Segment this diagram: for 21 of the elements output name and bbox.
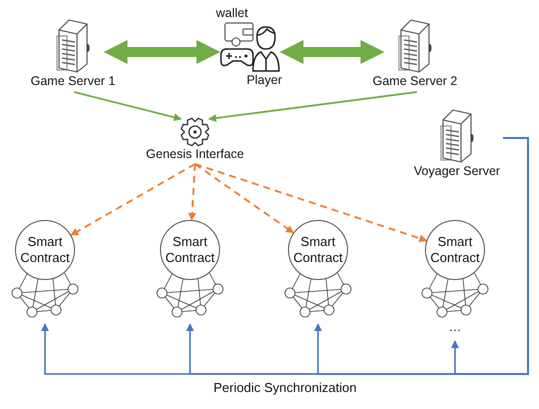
wallet-label: wallet [216,6,248,21]
node-label: Smart Contract [164,234,216,266]
arrow [74,91,182,122]
double-arrow [104,40,220,64]
node-label: Game Server 2 [372,74,458,89]
ellipsis-label: … [448,320,462,335]
node-label: Smart Contract [19,234,71,266]
arrow [188,164,196,221]
arrow [194,163,428,242]
arrow [208,91,418,122]
node-label: Voyager Server [414,164,500,179]
node-label: Game Server 1 [30,74,116,89]
arrow [70,163,196,236]
sync-label: Periodic Synchronization [214,380,357,395]
node-label: Genesis Interface [146,147,244,162]
arrow [451,137,529,375]
double-arrow [280,40,384,64]
node-label: Smart Contract [292,234,344,266]
player-label: Player [246,73,282,88]
arrow [194,163,294,234]
node-label: Smart Contract [429,234,481,266]
